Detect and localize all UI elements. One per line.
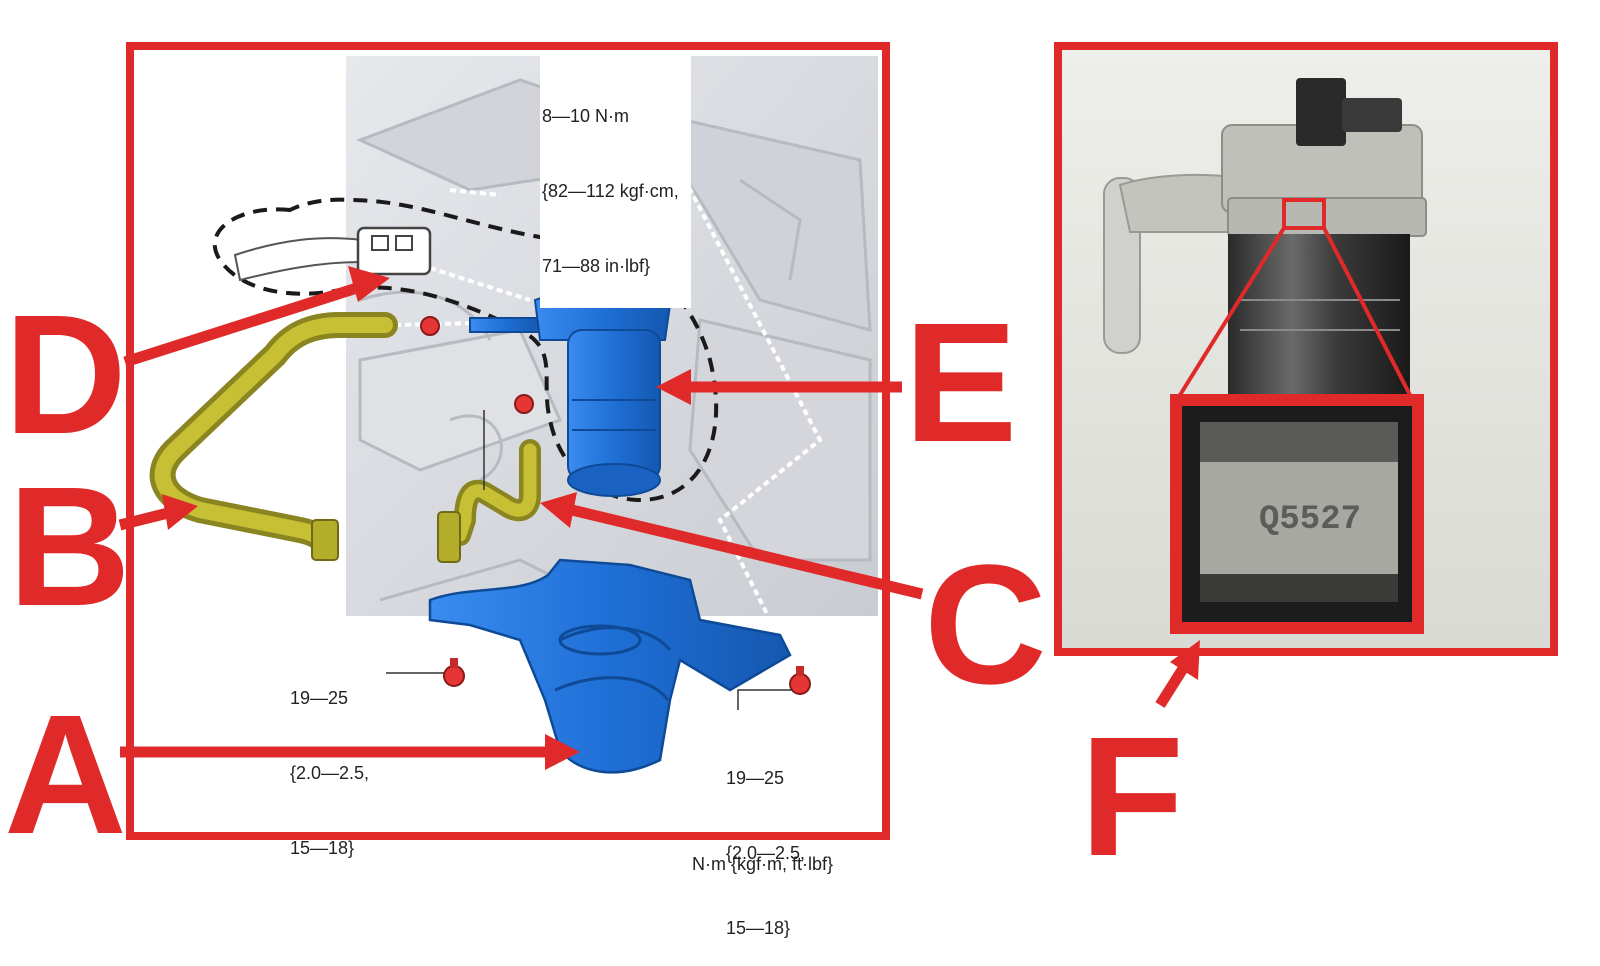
arrow-e bbox=[656, 369, 902, 405]
zoom-source-box bbox=[1282, 198, 1326, 230]
connector-icon bbox=[356, 226, 432, 276]
arrow-f bbox=[1155, 640, 1200, 708]
torque-spec-top: 8—10 N·m {82—112 kgf·cm, 71—88 in·lbf} bbox=[540, 52, 691, 308]
callout-letter-b: B bbox=[8, 452, 131, 642]
inset-photo: Q5527 bbox=[1054, 42, 1558, 708]
torque-br-line-2: {2.0—2.5, bbox=[726, 843, 806, 863]
torque-br-line-3: 15—18} bbox=[726, 918, 791, 938]
inset-part-number: Q5527 bbox=[1259, 501, 1361, 539]
arrow-a bbox=[120, 734, 580, 770]
torque-unit-note: N·m {kgf·m, ft·lbf} bbox=[692, 802, 833, 902]
bolt-icon bbox=[789, 666, 811, 695]
hose-clamp-icon bbox=[514, 394, 534, 414]
callout-letter-f: F bbox=[1080, 702, 1184, 892]
callout-arrows bbox=[118, 266, 924, 770]
fuel-hose-c bbox=[437, 439, 541, 563]
hose-b-fitting bbox=[311, 519, 339, 561]
arrow-d bbox=[123, 266, 390, 368]
torque-br-line-1: 19—25 bbox=[726, 768, 785, 788]
torque-bl-line-3: 15—18} bbox=[290, 838, 355, 858]
fuel-hose-b bbox=[149, 312, 398, 561]
torque-bl-line-2: {2.0—2.5, bbox=[290, 763, 370, 783]
bolt-icon bbox=[443, 658, 465, 687]
torque-unit-text: N·m {kgf·m, ft·lbf} bbox=[692, 854, 834, 874]
torque-bl-line-1: 19—25 bbox=[290, 688, 349, 708]
torque-top-line-3: 71—88 in·lbf} bbox=[542, 256, 651, 276]
torque-top-line-2: {82—112 kgf·cm, bbox=[542, 181, 679, 201]
torque-spec-bottom-left: 19—25 {2.0—2.5, 15—18} bbox=[290, 636, 369, 886]
hose-clamp-icon bbox=[420, 316, 440, 336]
callout-letter-c: C bbox=[924, 530, 1047, 720]
torque-top-line-1: 8—10 N·m bbox=[542, 106, 630, 126]
zoom-lines bbox=[1178, 226, 1412, 397]
photo-part bbox=[1103, 78, 1427, 414]
callout-letter-e: E bbox=[904, 288, 1018, 478]
callout-letter-a: A bbox=[4, 680, 127, 870]
electrical-connector bbox=[233, 226, 432, 282]
arrow-c bbox=[540, 492, 924, 600]
arrow-b bbox=[118, 494, 198, 531]
callout-letter-d: D bbox=[4, 280, 127, 470]
